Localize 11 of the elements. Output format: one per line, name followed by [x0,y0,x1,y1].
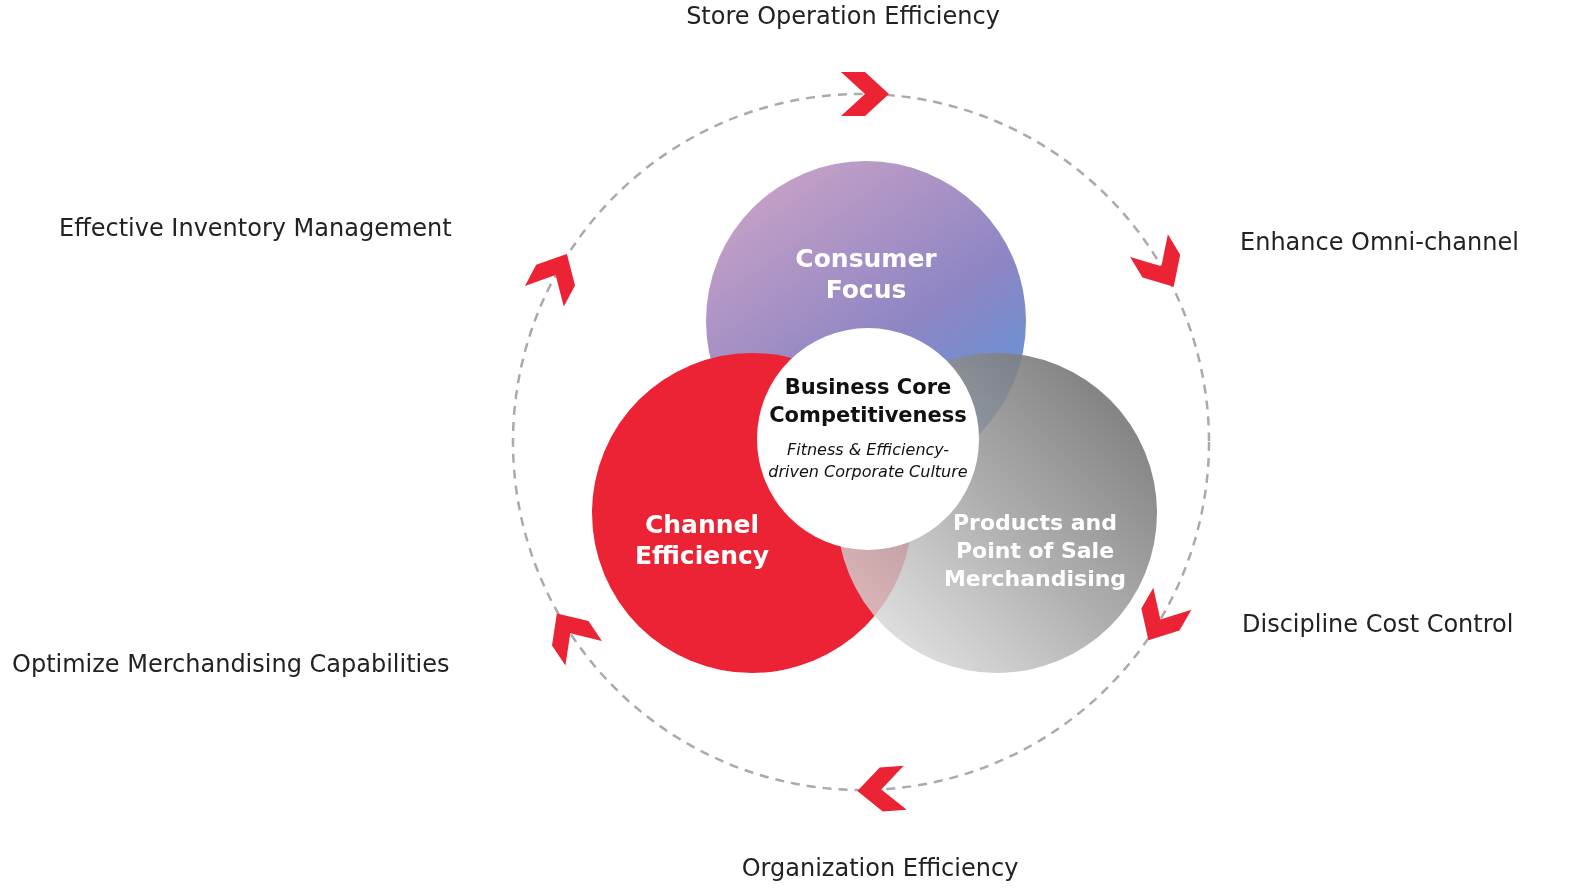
circle-title: Channel Efficiency [633,509,771,571]
circle-subtitle: Fitness & Efficiency-driven Corporate Culture [767,439,969,483]
circle-title: Consumer Focus [794,243,938,305]
circle-title: Products and Point of Sale Merchandising [942,509,1128,593]
stage-label: Organization Efficiency [741,854,1019,882]
stage-label: Enhance Omni-channel [1240,228,1519,256]
circle-title: Business Core Competitiveness [768,374,968,429]
stage-label: Optimize Merchandising Capabilities [12,650,450,678]
stage-label: Store Operation Efficiency [686,2,1000,30]
stage-label: Discipline Cost Control [1242,610,1514,638]
stage-label: Effective Inventory Management [59,214,452,242]
